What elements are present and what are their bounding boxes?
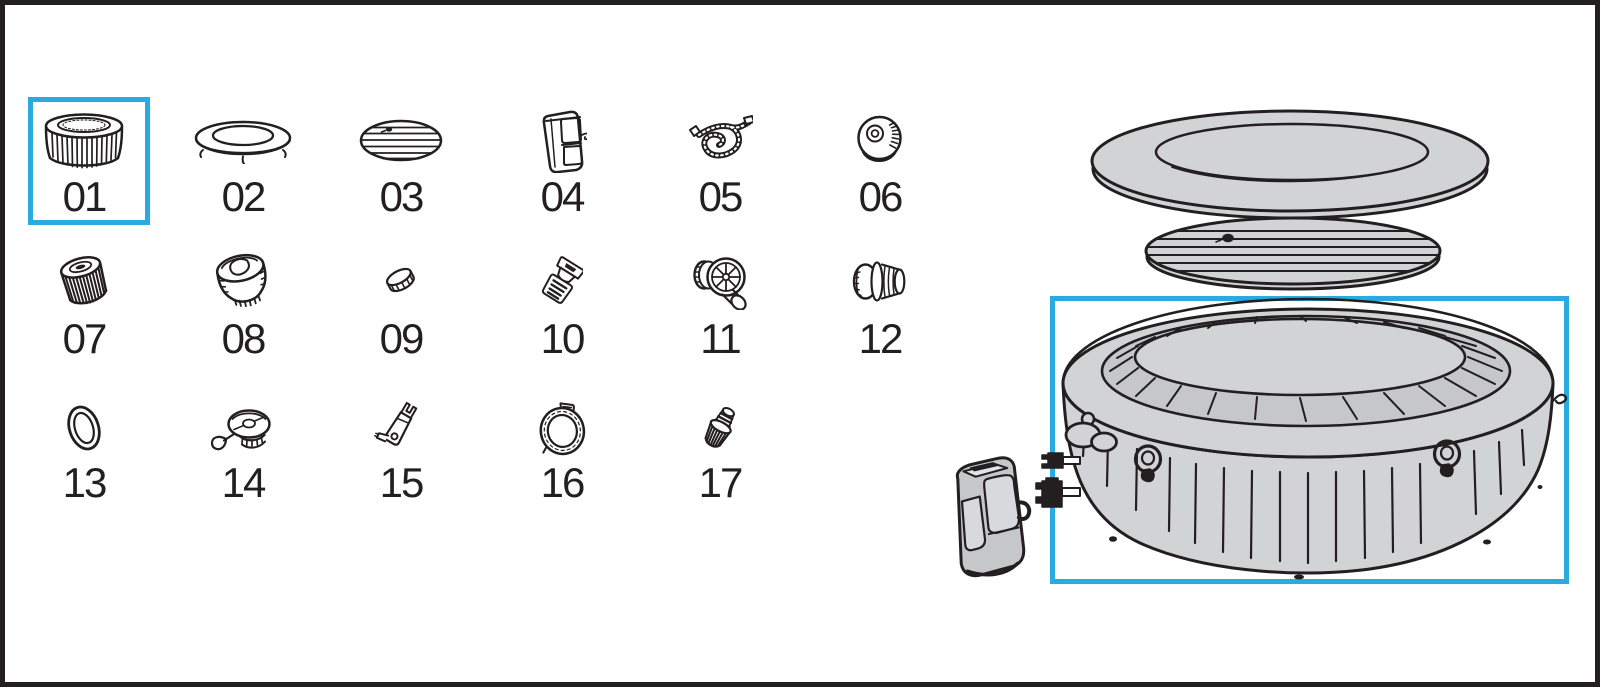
part-cell-12[interactable]: 12 (818, 244, 942, 360)
part-number: 10 (540, 315, 586, 362)
selected-part-highlight (28, 97, 150, 225)
part-cell-05[interactable]: 05 (658, 106, 782, 218)
part-cell-09[interactable]: 09 (339, 244, 463, 360)
part-cell-11[interactable]: 11 (658, 244, 782, 360)
o-ring-icon (67, 405, 101, 451)
part-cell-14[interactable]: 14 (181, 394, 305, 504)
part-number: 05 (698, 173, 744, 220)
part-number: 03 (379, 173, 425, 220)
cover-ring-icon (194, 120, 292, 164)
part-number: 12 (858, 315, 904, 362)
part-number: 14 (221, 459, 267, 506)
inflation-hose-icon (689, 115, 753, 159)
spa-tub-body[interactable] (1035, 297, 1568, 580)
seal-ring-band-icon (385, 267, 415, 293)
side-connectors-icon (1035, 452, 1081, 508)
inflatable-lid-icon (359, 119, 443, 162)
valve-cap-icon (215, 253, 267, 308)
part-cell-04[interactable]: 04 (500, 106, 624, 218)
inflatable-lid[interactable] (1144, 216, 1442, 291)
part-cell-13[interactable]: 13 (22, 394, 146, 504)
part-cell-17[interactable]: 17 (658, 394, 782, 504)
air-valve-cap-icon (210, 409, 271, 451)
part-cell-06[interactable]: 06 (818, 106, 942, 218)
tub-handle-icon (1133, 444, 1163, 483)
filter-cartridge-small-icon (59, 256, 108, 305)
part-number: 04 (540, 173, 586, 220)
part-number: 11 (700, 315, 742, 362)
part-number: 16 (540, 459, 586, 506)
part-cell-02[interactable]: 02 (181, 106, 305, 218)
part-cell-08[interactable]: 08 (181, 244, 305, 360)
part-number: 15 (379, 459, 425, 506)
filter-housing-cap-icon (857, 115, 902, 163)
spa-illustration (955, 109, 1568, 580)
tub-handle-icon (1432, 439, 1462, 478)
part-cell-15[interactable]: 15 (339, 394, 463, 504)
part-number: 01 (62, 173, 108, 220)
part-cell-16[interactable]: 16 (500, 394, 624, 504)
strap-tie-icon (1551, 393, 1568, 405)
part-cell-03[interactable]: 03 (339, 106, 463, 218)
spa-cover[interactable] (1090, 109, 1490, 220)
inner-wall-ribs (1109, 315, 1503, 422)
wrench-tool-icon (374, 402, 418, 446)
part-cell-07[interactable]: 07 (22, 244, 146, 360)
filter-cartridge-large-icon (44, 113, 124, 169)
pump-unit-icon (542, 110, 587, 173)
part-number: 17 (698, 459, 744, 506)
part-cell-01[interactable]: 01 (22, 106, 146, 218)
base-marks (1109, 485, 1543, 580)
hose-adapter-icon (704, 406, 735, 448)
clamp-ring-icon (539, 402, 586, 456)
part-cell-10[interactable]: 10 (500, 244, 624, 360)
threaded-connector-icon (852, 260, 906, 302)
part-number: 08 (221, 315, 267, 362)
part-number: 09 (379, 315, 425, 362)
pump-unit[interactable] (955, 456, 1033, 578)
part-number: 07 (62, 315, 108, 362)
elbow-strainer-icon (693, 257, 747, 310)
rope-handle-icon (1064, 411, 1118, 453)
part-number: 06 (858, 173, 904, 220)
buckle-clip-icon (541, 256, 583, 304)
part-number: 02 (221, 173, 267, 220)
part-number: 13 (62, 459, 108, 506)
